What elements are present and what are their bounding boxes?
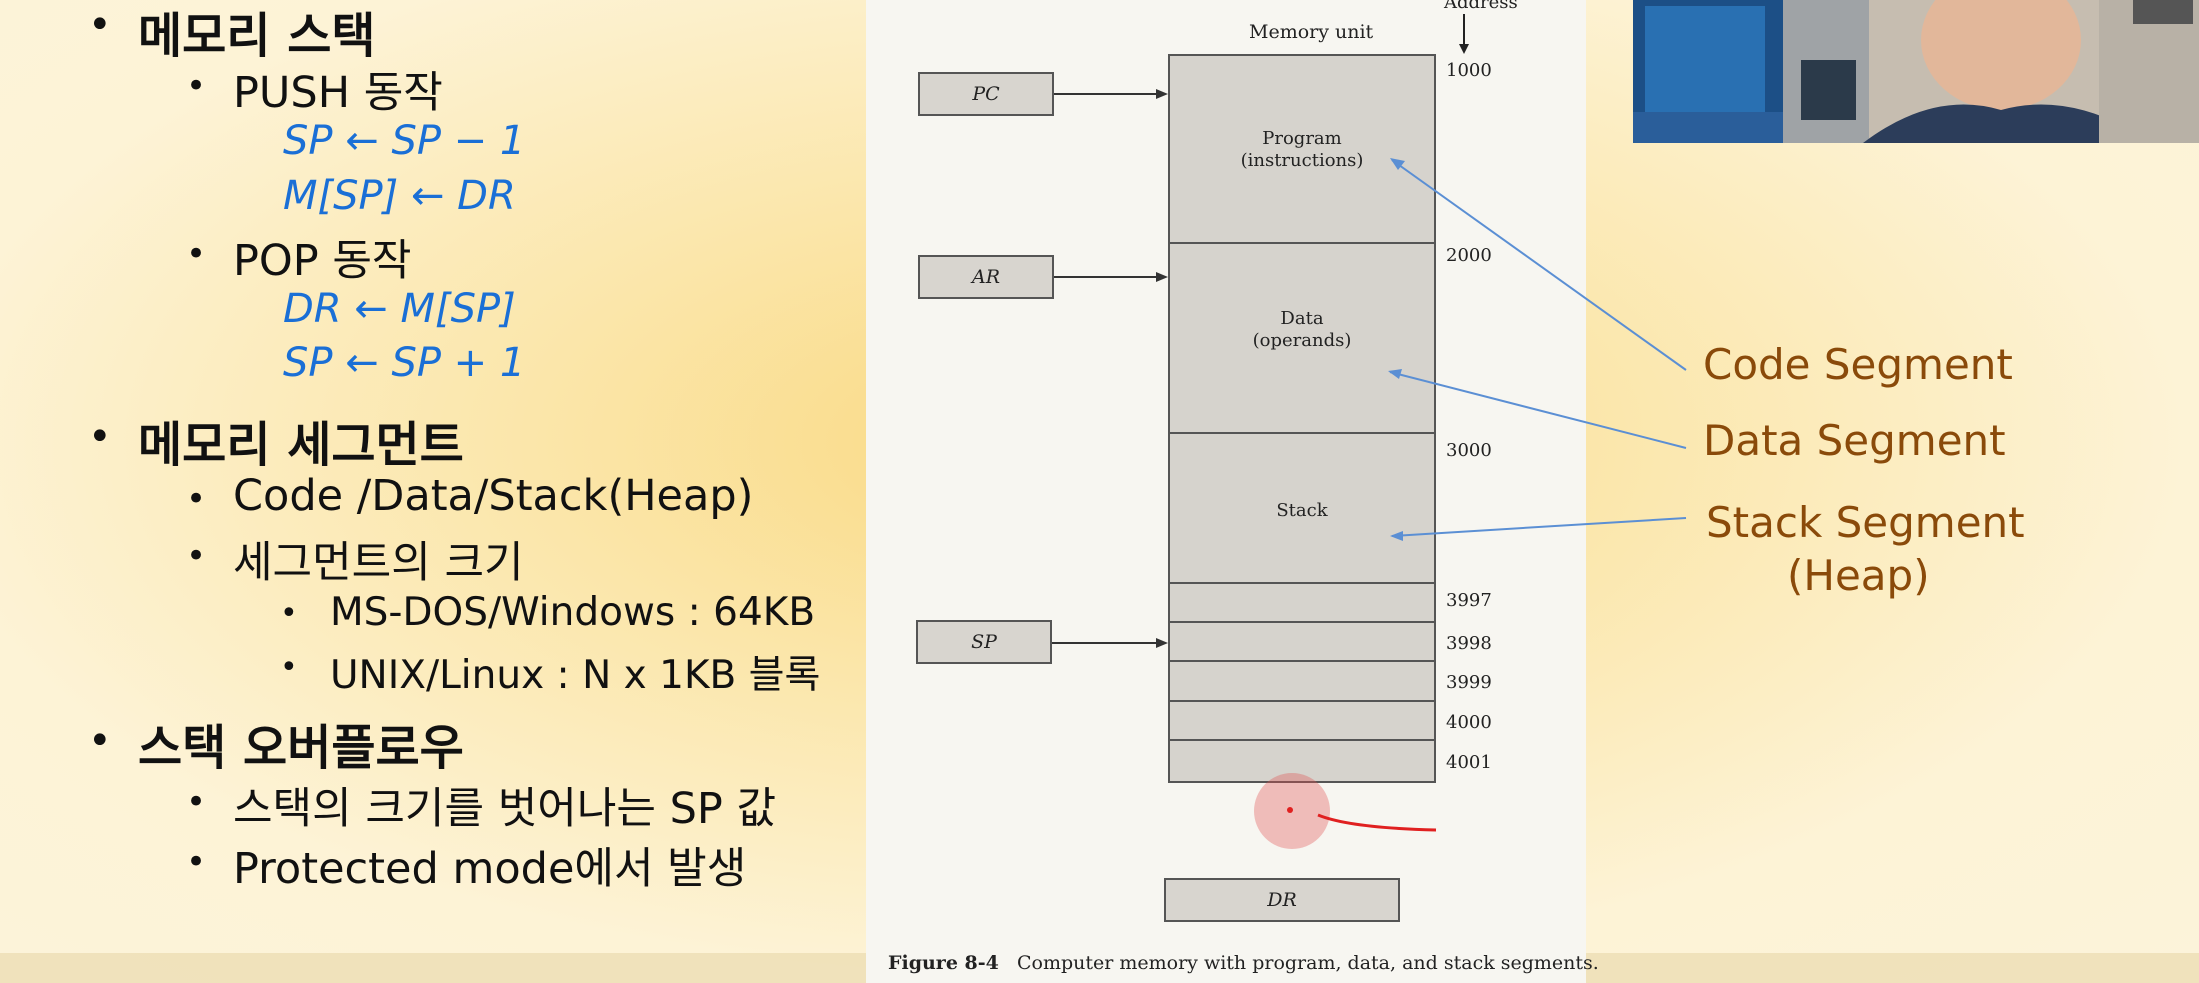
data-segment-pointer (1389, 371, 1687, 449)
pop-equation-1: DR ← M[SP] (283, 286, 516, 332)
code-segment-pointer (1391, 159, 1687, 371)
program-segment: Program (instructions) (1168, 54, 1436, 244)
stack-heading: 메모리 스택 (138, 8, 376, 64)
data-segment-label: Data Segment (1703, 416, 2006, 465)
bullet: • (88, 718, 112, 764)
pop-equation-2: SP ← SP + 1 (283, 340, 526, 386)
data-label: Data (1280, 308, 1324, 329)
segment-types: Code /Data/Stack(Heap) (233, 471, 754, 521)
push-label: PUSH 동작 (233, 68, 443, 118)
stack-segment: Stack (1168, 432, 1436, 584)
address-3000: 3000 (1446, 440, 1492, 461)
overflow-description: 스택의 크기를 벗어나는 SP 값 (233, 784, 777, 834)
address-header: Address (1444, 0, 1518, 13)
address-1000: 1000 (1446, 60, 1492, 81)
bullet: • (186, 234, 207, 274)
pop-label: POP 동작 (233, 236, 412, 286)
stack-segment-label: Stack Segment (1706, 498, 2025, 547)
caption-text: Computer memory with program, data, and … (1016, 952, 1599, 974)
segment-heading: 메모리 세그먼트 (138, 417, 464, 473)
red-pen-stroke (1317, 813, 1437, 832)
bullet: • (186, 479, 207, 519)
sp-register: SP (916, 620, 1052, 664)
register-arrows (1052, 89, 1168, 648)
address-3997: 3997 (1446, 590, 1492, 611)
figure-caption: Figure 8-4 Computer memory with program,… (888, 952, 1599, 974)
bullet: • (186, 66, 207, 106)
push-equation-1: SP ← SP − 1 (283, 118, 526, 164)
program-label: Program (1262, 128, 1342, 149)
msdos-size: MS-DOS/Windows : 64KB (330, 590, 816, 635)
ar-register: AR (918, 255, 1054, 299)
webcam-video (1633, 0, 2199, 143)
address-3998: 3998 (1446, 633, 1492, 654)
push-equation-2: M[SP] ← DR (283, 173, 516, 219)
bullet: • (280, 596, 298, 631)
program-sublabel: (instructions) (1240, 150, 1364, 171)
data-sublabel: (operands) (1252, 330, 1352, 351)
stack-word-4001 (1168, 739, 1436, 783)
bullet: • (88, 414, 112, 460)
code-segment-label: Code Segment (1703, 340, 2013, 389)
dr-register: DR (1164, 878, 1400, 922)
memory-unit-label: Memory unit (1249, 21, 1374, 43)
bullet: • (186, 842, 207, 882)
laser-pointer-dot (1287, 807, 1293, 813)
presenter-video-frame (1633, 0, 2199, 143)
bullet: • (186, 782, 207, 822)
heap-label: (Heap) (1787, 551, 1930, 600)
overflow-heading: 스택 오버플로우 (138, 720, 464, 776)
stack-word-3997 (1168, 582, 1436, 623)
bullet: • (88, 2, 112, 48)
address-4000: 4000 (1446, 712, 1492, 733)
bullet: • (186, 536, 207, 576)
address-2000: 2000 (1446, 245, 1492, 266)
stack-segment-pointer (1391, 517, 1687, 537)
overflow-mode: Protected mode에서 발생 (233, 844, 747, 894)
memory-figure: Address Memory unit Program (instruction… (866, 0, 1599, 983)
address-down-arrow (1459, 14, 1469, 54)
address-4001: 4001 (1446, 752, 1492, 773)
segment-size: 세그먼트의 크기 (233, 538, 524, 588)
data-segment: Data (operands) (1168, 242, 1436, 434)
address-3999: 3999 (1446, 672, 1492, 693)
slide-text-panel: • 메모리 스택 • PUSH 동작 SP ← SP − 1 M[SP] ← D… (0, 0, 866, 983)
caption-label: Figure 8-4 (888, 952, 999, 974)
pc-register: PC (918, 72, 1054, 116)
unix-size: UNIX/Linux : N x 1KB 블록 (330, 653, 821, 698)
stack-label: Stack (1276, 500, 1328, 521)
bullet: • (280, 650, 298, 685)
